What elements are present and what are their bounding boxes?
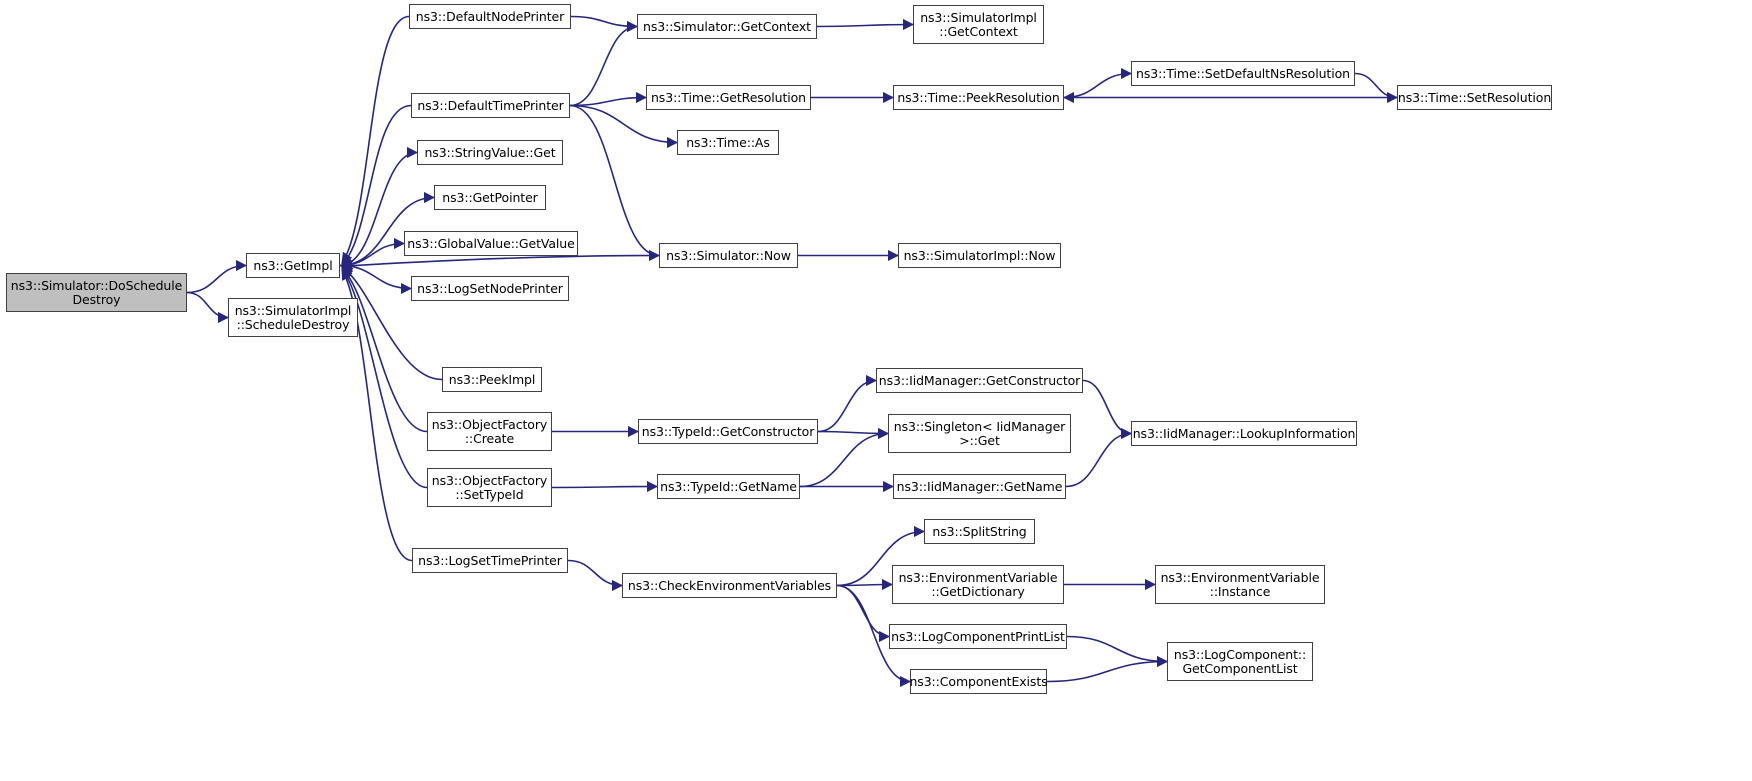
graph-node-n12[interactable]: ns3::LogSetTimePrinter xyxy=(412,548,568,573)
graph-node-n3[interactable]: ns3::DefaultNodePrinter xyxy=(409,4,571,29)
graph-node-n11[interactable]: ns3::ObjectFactory ::SetTypeId xyxy=(427,468,552,507)
graph-node-n23[interactable]: ns3::IidManager::GetConstructor xyxy=(876,368,1083,393)
graph-node-n0[interactable]: ns3::Simulator::DoSchedule Destroy xyxy=(6,273,187,312)
graph-node-n14[interactable]: ns3::Time::GetResolution xyxy=(646,85,811,110)
graph-node-n28[interactable]: ns3::LogComponentPrintList xyxy=(889,624,1067,649)
graph-node-n33[interactable]: ns3::EnvironmentVariable ::Instance xyxy=(1155,565,1325,604)
graph-node-n9[interactable]: ns3::PeekImpl xyxy=(442,367,542,392)
graph-node-n2[interactable]: ns3::SimulatorImpl ::ScheduleDestroy xyxy=(228,298,358,337)
graph-node-n15[interactable]: ns3::Time::As xyxy=(677,130,779,155)
graph-node-n4[interactable]: ns3::DefaultTimePrinter xyxy=(411,93,570,118)
graph-node-n19[interactable]: ns3::CheckEnvironmentVariables xyxy=(622,573,837,598)
graph-node-n10[interactable]: ns3::ObjectFactory ::Create xyxy=(427,412,552,451)
graph-node-n6[interactable]: ns3::GetPointer xyxy=(434,185,546,210)
graph-node-n31[interactable]: ns3::Time::SetResolution xyxy=(1397,85,1552,110)
graph-node-n25[interactable]: ns3::IidManager::GetName xyxy=(893,474,1066,499)
graph-node-n32[interactable]: ns3::IidManager::LookupInformation xyxy=(1131,421,1357,446)
graph-node-n24[interactable]: ns3::Singleton< IidManager >::Get xyxy=(888,414,1071,453)
graph-node-n13[interactable]: ns3::Simulator::GetContext xyxy=(637,14,817,39)
graph-node-n30[interactable]: ns3::Time::SetDefaultNsResolution xyxy=(1131,61,1355,86)
graph-node-n21[interactable]: ns3::Time::PeekResolution xyxy=(893,85,1064,110)
graph-node-n20[interactable]: ns3::SimulatorImpl ::GetContext xyxy=(913,5,1044,44)
graph-node-n8[interactable]: ns3::LogSetNodePrinter xyxy=(411,276,569,301)
graph-node-n34[interactable]: ns3::LogComponent:: GetComponentList xyxy=(1167,642,1313,681)
graph-node-n17[interactable]: ns3::TypeId::GetConstructor xyxy=(638,419,818,444)
graph-node-n18[interactable]: ns3::TypeId::GetName xyxy=(657,474,800,499)
graph-node-n5[interactable]: ns3::StringValue::Get xyxy=(417,140,563,165)
graph-node-n29[interactable]: ns3::ComponentExists xyxy=(909,669,1048,694)
graph-node-n16[interactable]: ns3::Simulator::Now xyxy=(659,243,798,268)
graph-node-n7[interactable]: ns3::GlobalValue::GetValue xyxy=(404,231,578,256)
graph-node-n1[interactable]: ns3::GetImpl xyxy=(246,253,340,278)
graph-node-n26[interactable]: ns3::SplitString xyxy=(924,519,1035,544)
graph-node-n27[interactable]: ns3::EnvironmentVariable ::GetDictionary xyxy=(892,565,1064,604)
graph-node-n22[interactable]: ns3::SimulatorImpl::Now xyxy=(898,243,1061,268)
